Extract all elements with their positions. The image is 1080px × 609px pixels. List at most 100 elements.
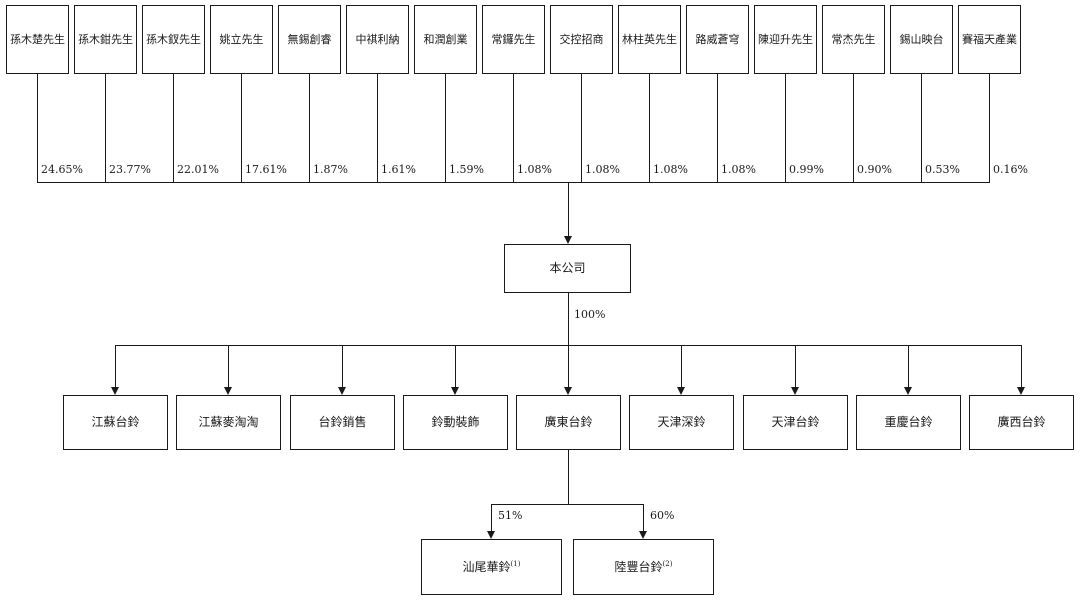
- company-node-label: 本公司: [549, 261, 586, 275]
- company-node: 本公司: [504, 244, 631, 293]
- ownership-percentage: 51%: [498, 509, 523, 522]
- subsidiary-node: 廣東台鈴: [516, 395, 621, 450]
- connector-line: [989, 74, 990, 182]
- subsidiary-node: 鈴動裝飾: [403, 395, 508, 450]
- arrowhead-icon: [791, 387, 799, 395]
- shareholder-node: 常鑼先生: [482, 5, 545, 74]
- connector-line: [568, 182, 569, 237]
- arrowhead-icon: [639, 531, 647, 539]
- connector-line: [115, 345, 116, 388]
- connector-line: [491, 504, 492, 532]
- arrowhead-icon: [677, 387, 685, 395]
- sub-subsidiary-node-label: 陸豐台鈴(2): [614, 559, 673, 574]
- arrowhead-icon: [1017, 387, 1025, 395]
- arrowhead-icon: [487, 531, 495, 539]
- connector-line: [513, 74, 514, 182]
- subsidiary-node-label: 廣東台鈴: [544, 415, 593, 429]
- subsidiary-node-label: 鈴動裝飾: [431, 415, 480, 429]
- shareholder-node: 常杰先生: [822, 5, 885, 74]
- shareholder-node-label: 無錫創睿: [287, 32, 332, 46]
- ownership-percentage: 17.61%: [245, 163, 287, 176]
- subsidiary-node-label: 重慶台鈴: [884, 415, 933, 429]
- connector-line: [681, 345, 682, 388]
- shareholder-node-label: 中祺利納: [355, 32, 400, 46]
- arrowhead-icon: [338, 387, 346, 395]
- ownership-percentage: 22.01%: [177, 163, 219, 176]
- connector-line: [921, 74, 922, 182]
- shareholder-node-label: 交控招商: [559, 32, 604, 46]
- arrowhead-icon: [224, 387, 232, 395]
- connector-line: [1021, 345, 1022, 388]
- subsidiary-node: 台鈴銷售: [290, 395, 395, 450]
- connector-line: [37, 74, 38, 182]
- connector-line: [309, 74, 310, 182]
- ownership-percentage: 1.08%: [585, 163, 620, 176]
- connector-line: [342, 345, 343, 388]
- arrowhead-icon: [564, 387, 572, 395]
- subsidiary-node: 天津深鈴: [629, 395, 734, 450]
- ownership-percentage: 0.16%: [993, 163, 1028, 176]
- arrowhead-icon: [111, 387, 119, 395]
- connector-line: [649, 74, 650, 182]
- shareholder-node-label: 林柱英先生: [622, 32, 677, 46]
- shareholder-node-label: 錫山映台: [899, 32, 944, 46]
- shareholder-node-label: 姚立先生: [219, 32, 264, 46]
- shareholder-node: 路威蒼穹: [686, 5, 749, 74]
- ownership-percentage: 1.61%: [381, 163, 416, 176]
- sub-subsidiary-node: 汕尾華鈴(1): [421, 539, 562, 595]
- shareholder-node-label: 陳迎升先生: [758, 32, 813, 46]
- company-ownership-percentage: 100%: [574, 308, 606, 321]
- ownership-percentage: 1.87%: [313, 163, 348, 176]
- connector-line: [568, 293, 569, 345]
- connector-line: [241, 74, 242, 182]
- connector-line: [853, 74, 854, 182]
- shareholder-node: 和潤創業: [414, 5, 477, 74]
- shareholder-node: 交控招商: [550, 5, 613, 74]
- shareholder-node-label: 賽福天產業: [962, 32, 1017, 46]
- shareholder-node-label: 常杰先生: [831, 32, 876, 46]
- shareholder-node: 孫木釵先生: [142, 5, 205, 74]
- ownership-percentage: 23.77%: [109, 163, 151, 176]
- shareholder-node-label: 孫木楚先生: [10, 32, 65, 46]
- connector-line: [568, 450, 569, 504]
- arrowhead-icon: [904, 387, 912, 395]
- ownership-percentage: 24.65%: [41, 163, 83, 176]
- footnote-marker: (2): [662, 559, 673, 568]
- connector-line: [228, 345, 229, 388]
- ownership-percentage: 0.90%: [857, 163, 892, 176]
- footnote-marker: (1): [510, 559, 521, 568]
- subsidiary-node-label: 江蘇台鈴: [91, 415, 140, 429]
- shareholder-node-label: 和潤創業: [423, 32, 468, 46]
- shareholder-node: 中祺利納: [346, 5, 409, 74]
- ownership-percentage: 1.08%: [517, 163, 552, 176]
- connector-line: [643, 504, 644, 532]
- ownership-percentage: 1.59%: [449, 163, 484, 176]
- connector-line: [581, 74, 582, 182]
- shareholder-node-label: 路威蒼穹: [695, 32, 740, 46]
- ownership-percentage: 0.53%: [925, 163, 960, 176]
- shareholder-node: 無錫創睿: [278, 5, 341, 74]
- shareholder-node: 姚立先生: [210, 5, 273, 74]
- subsidiary-node-label: 台鈴銷售: [318, 415, 367, 429]
- subsidiary-node: 廣西台鈴: [969, 395, 1074, 450]
- subsidiary-node-label: 江蘇麥淘淘: [198, 415, 259, 429]
- connector-line: [491, 504, 643, 505]
- ownership-percentage: 1.08%: [721, 163, 756, 176]
- connector-line: [785, 74, 786, 182]
- connector-line: [105, 74, 106, 182]
- connector-line: [445, 74, 446, 182]
- subsidiary-node-label: 天津深鈴: [657, 415, 706, 429]
- connector-line: [568, 345, 569, 388]
- connector-line: [717, 74, 718, 182]
- subsidiary-node-label: 天津台鈴: [771, 415, 820, 429]
- arrowhead-icon: [564, 236, 572, 244]
- shareholder-node-label: 孫木鉗先生: [78, 32, 133, 46]
- shareholder-node: 孫木楚先生: [6, 5, 69, 74]
- shareholder-node-label: 常鑼先生: [491, 32, 536, 46]
- arrowhead-icon: [451, 387, 459, 395]
- connector-line: [173, 74, 174, 182]
- shareholder-node: 錫山映台: [890, 5, 953, 74]
- subsidiary-node: 重慶台鈴: [856, 395, 961, 450]
- subsidiary-node: 江蘇台鈴: [63, 395, 168, 450]
- shareholder-node: 賽福天產業: [958, 5, 1021, 74]
